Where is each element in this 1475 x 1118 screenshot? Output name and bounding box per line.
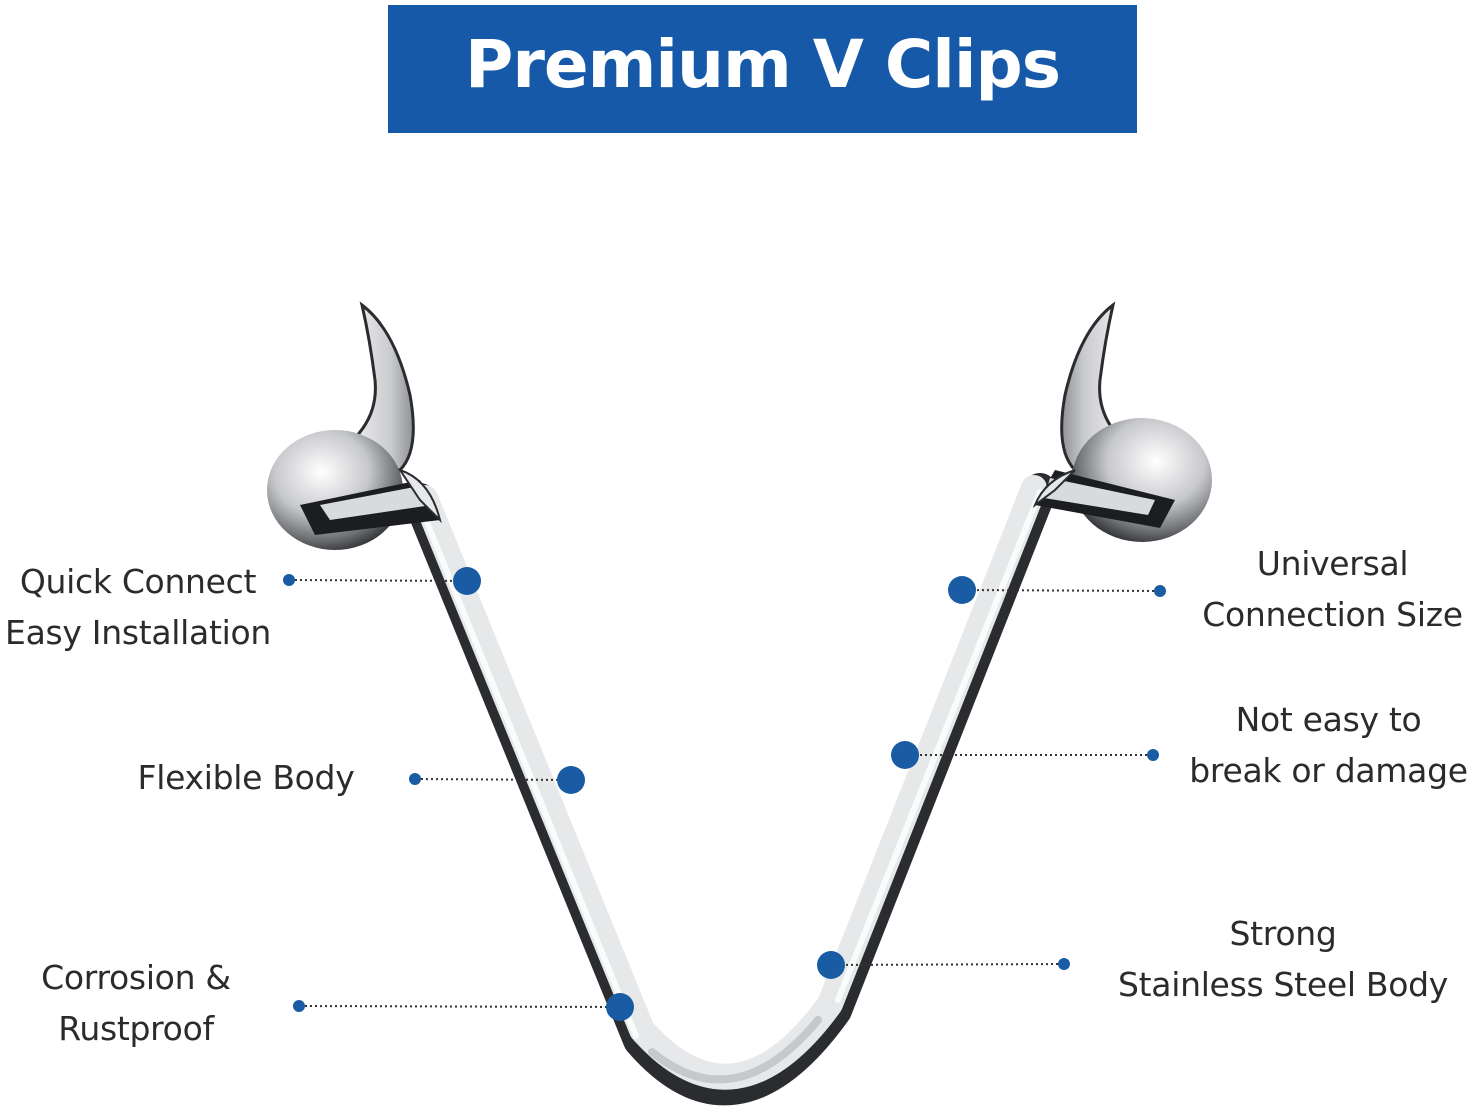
label-line: Not easy to <box>1235 700 1422 739</box>
small-marker-dot <box>1058 958 1070 970</box>
label-corrosion: Corrosion & Rustproof <box>20 952 252 1054</box>
large-marker-dot <box>453 567 481 595</box>
callout-not-easy <box>891 741 1159 769</box>
large-marker-dot <box>948 576 976 604</box>
large-marker-dot <box>606 993 634 1021</box>
large-marker-dot <box>817 951 845 979</box>
label-line: Flexible Body <box>137 758 355 797</box>
label-line: Corrosion & <box>41 958 231 997</box>
label-line: Strong <box>1229 914 1337 953</box>
callout-corrosion <box>293 993 634 1021</box>
right-clip-head <box>1032 301 1212 542</box>
clip-body <box>403 473 1057 1106</box>
callout-flexible-body <box>409 766 585 794</box>
label-universal: Universal Connection Size <box>1190 538 1475 640</box>
small-marker-dot <box>1147 749 1159 761</box>
small-marker-dot <box>293 1000 305 1012</box>
banner-title: Premium V Clips <box>464 25 1061 103</box>
label-line: Rustproof <box>58 1009 214 1048</box>
label-line: Universal <box>1256 544 1409 583</box>
small-marker-dot <box>409 773 421 785</box>
small-marker-dot <box>283 574 295 586</box>
callout-quick-connect <box>283 567 481 595</box>
label-not-easy: Not easy to break or damage <box>1182 694 1475 796</box>
large-marker-dot <box>891 741 919 769</box>
label-line: Quick Connect <box>19 562 257 601</box>
label-line: Stainless Steel Body <box>1118 965 1448 1004</box>
small-marker-dot <box>1154 585 1166 597</box>
label-line: Connection Size <box>1202 595 1463 634</box>
callout-strong <box>817 951 1070 979</box>
label-quick-connect: Quick Connect Easy Installation <box>0 556 276 658</box>
label-strong: Strong Stainless Steel Body <box>1100 908 1466 1010</box>
label-flexible-body: Flexible Body <box>118 752 374 803</box>
left-clip-head <box>267 301 442 550</box>
large-marker-dot <box>557 766 585 794</box>
label-line: break or damage <box>1189 751 1468 790</box>
title-banner: Premium V Clips <box>388 5 1137 133</box>
label-line: Easy Installation <box>5 613 271 652</box>
callout-universal <box>948 576 1166 604</box>
